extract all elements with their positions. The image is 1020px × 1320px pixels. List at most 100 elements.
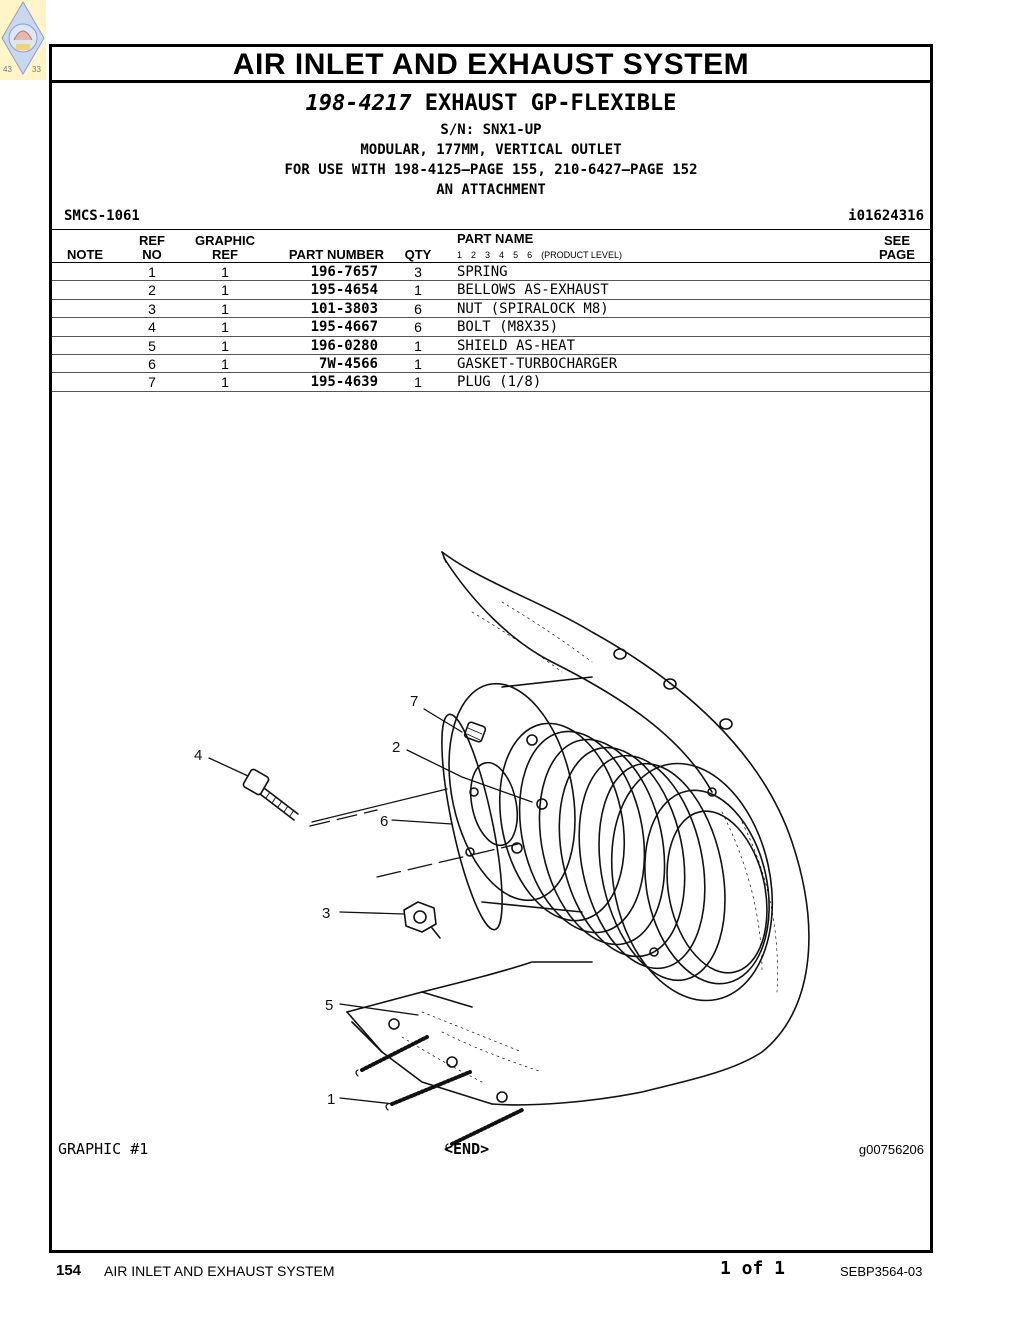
quantity: 6	[414, 300, 422, 317]
graphic-ref: 1	[221, 374, 229, 391]
leader-lines	[208, 708, 533, 1105]
part-name: SPRING	[457, 264, 508, 280]
graphic-ref: 1	[221, 300, 229, 317]
part-number[interactable]: 196-0280	[310, 337, 378, 354]
callout-7: 7	[410, 693, 418, 710]
parts-page-frame: AIR INLET AND EXHAUST SYSTEM 198-4217 EX…	[49, 44, 933, 1253]
ref-number: 5	[148, 337, 156, 354]
footer-page-count: 1 of 1	[720, 1258, 786, 1279]
level-2: 2	[471, 250, 477, 260]
group-part-number: 198-4217	[305, 91, 412, 116]
bolt-drawing	[242, 768, 299, 821]
smcs-code: SMCS-1061	[64, 208, 140, 224]
quantity: 6	[414, 319, 422, 336]
ref-number: 3	[148, 300, 156, 317]
quantity: 1	[414, 374, 422, 391]
ref-number: 1	[148, 264, 156, 280]
bellows-drawing	[448, 676, 774, 1002]
nut-drawing	[403, 901, 441, 939]
level-label: (PRODUCT LEVEL)	[541, 250, 622, 260]
header-see-line2: PAGE	[879, 247, 915, 262]
illustration-id: i01624316	[848, 208, 924, 224]
graphic-ref: 1	[221, 337, 229, 354]
part-number[interactable]: 101-3803	[310, 300, 378, 317]
section-title: AIR INLET AND EXHAUST SYSTEM	[52, 47, 930, 83]
level-6: 6	[527, 250, 533, 260]
graphic-label: GRAPHIC #1	[58, 1140, 149, 1158]
table-row: 7 1 195-4639 1 PLUG (1/8)	[52, 373, 930, 392]
level-1: 1	[457, 250, 463, 260]
plug-drawing	[463, 721, 487, 743]
level-4: 4	[499, 250, 505, 260]
header-graphic-ref: GRAPHIC REF	[190, 234, 260, 262]
table-row: 4 1 195-4667 6 BOLT (M8X35)	[52, 318, 930, 337]
part-number[interactable]: 196-7657	[310, 264, 378, 280]
callout-1: 1	[327, 1091, 335, 1108]
footer-section: AIR INLET AND EXHAUST SYSTEM	[104, 1263, 335, 1279]
part-name: PLUG (1/8)	[457, 374, 542, 391]
table-row: 6 1 7W-4566 1 GASKET-TURBOCHARGER	[52, 355, 930, 374]
table-row: 5 1 196-0280 1 SHIELD AS-HEAT	[52, 337, 930, 355]
springs-drawing	[355, 1035, 524, 1151]
quantity: 1	[414, 356, 422, 372]
header-ref-line2: NO	[142, 247, 162, 262]
callout-5: 5	[325, 997, 333, 1014]
end-marker: <END>	[444, 1140, 490, 1158]
footer-document-number: SEBP3564-03	[840, 1264, 923, 1279]
header-note: NOTE	[66, 247, 104, 262]
header-part-number: PART NUMBER	[288, 247, 384, 262]
ref-number: 6	[148, 356, 156, 372]
part-name: SHIELD AS-HEAT	[457, 337, 576, 354]
header-graphic-line1: GRAPHIC	[195, 233, 255, 248]
graphic-ref: 1	[221, 264, 229, 280]
publication-logo: 43 33	[0, 0, 46, 80]
header-ref-no: REF NO	[132, 234, 172, 262]
usage-note: FOR USE WITH 198-4125—PAGE 155, 210-6427…	[284, 162, 698, 178]
group-name: EXHAUST GP-FLEXIBLE	[424, 91, 677, 116]
graphic-ref: 1	[221, 319, 229, 336]
ref-number: 2	[148, 282, 156, 299]
quantity: 1	[414, 337, 422, 354]
footer-page-number: 154	[56, 1262, 82, 1279]
part-number[interactable]: 195-4667	[310, 319, 378, 336]
level-3: 3	[485, 250, 491, 260]
ref-number: 4	[148, 319, 156, 336]
callout-3: 3	[322, 905, 330, 922]
logo-right-number: 33	[32, 65, 41, 74]
level-5: 5	[513, 250, 519, 260]
callout-2: 2	[392, 739, 400, 756]
header-see-line1: SEE	[883, 233, 910, 248]
quantity: 3	[414, 264, 422, 280]
heat-shield-drawing	[346, 551, 810, 1106]
graphic-number: g00756206	[858, 1142, 924, 1157]
table-row: 2 1 195-4654 1 BELLOWS AS-EXHAUST	[52, 281, 930, 300]
attachment-note: AN ATTACHMENT	[436, 182, 546, 198]
graphic-ref: 1	[221, 356, 229, 372]
ref-number: 7	[148, 374, 156, 391]
header-part-name: PART NAME	[457, 231, 534, 246]
header-graphic-line2: REF	[212, 247, 238, 262]
part-name: BELLOWS AS-EXHAUST	[457, 282, 609, 299]
table-row: 3 1 101-3803 6 NUT (SPIRALOCK M8)	[52, 300, 930, 319]
header-ref-line1: REF	[139, 233, 165, 248]
quantity: 1	[414, 282, 422, 299]
exploded-view-illustration: 7 2 4 6 3 5 1	[194, 551, 810, 1151]
part-number[interactable]: 195-4654	[310, 282, 378, 299]
header-qty: QTY	[404, 247, 432, 262]
parts-table-header: NOTE REF NO GRAPHIC REF PART NUMBER QTY …	[52, 229, 930, 263]
part-number[interactable]: 7W-4566	[318, 356, 378, 372]
table-row: 1 1 196-7657 3 SPRING	[52, 263, 930, 282]
logo-left-number: 43	[3, 65, 12, 74]
part-name: NUT (SPIRALOCK M8)	[457, 300, 609, 317]
part-name: BOLT (M8X35)	[457, 319, 559, 336]
graphic-ref: 1	[221, 282, 229, 299]
part-number[interactable]: 195-4639	[310, 374, 378, 391]
gasket-drawing	[441, 713, 503, 931]
callout-6: 6	[380, 813, 388, 830]
group-description: MODULAR, 177MM, VERTICAL OUTLET	[360, 142, 622, 158]
group-heading: 198-4217 EXHAUST GP-FLEXIBLE	[52, 91, 930, 116]
callout-4: 4	[194, 747, 202, 764]
serial-number: S/N: SNX1-UP	[440, 122, 542, 138]
header-see-page: SEE PAGE	[862, 234, 932, 262]
